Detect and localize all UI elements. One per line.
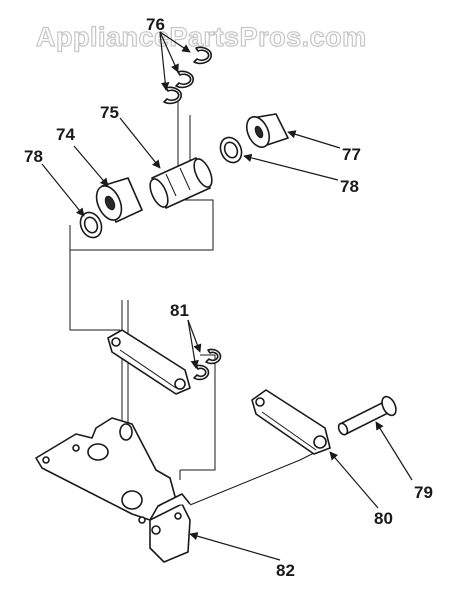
callout-78-left: 78 <box>24 147 43 166</box>
callout-76: 76 <box>146 15 165 34</box>
part-81-e-clips <box>193 348 222 381</box>
leader-lines <box>41 31 413 561</box>
watermark-text: AppliancePartsPros.com <box>36 22 367 52</box>
callout-74: 74 <box>56 125 75 144</box>
part-74-cam <box>95 177 143 223</box>
callout-77: 77 <box>342 145 361 164</box>
callout-labels: 76 75 74 78 77 78 81 79 80 82 <box>24 15 433 580</box>
part-78-bushing-right <box>219 136 243 164</box>
part-75-shaft <box>149 157 213 209</box>
part-77-cam <box>245 113 289 148</box>
left-lever-link <box>107 329 191 395</box>
part-78-bushing-left <box>79 211 103 239</box>
callout-81: 81 <box>170 301 189 320</box>
callout-82: 82 <box>276 561 295 580</box>
callout-80: 80 <box>374 509 393 528</box>
callout-75: 75 <box>100 103 119 122</box>
callout-78-right: 78 <box>340 177 359 196</box>
part-80-lever-link <box>251 389 331 455</box>
callout-79: 79 <box>414 483 433 502</box>
part-79-pin <box>337 395 397 436</box>
part-76-e-clips <box>163 46 212 105</box>
part-82-bracket <box>35 417 191 563</box>
